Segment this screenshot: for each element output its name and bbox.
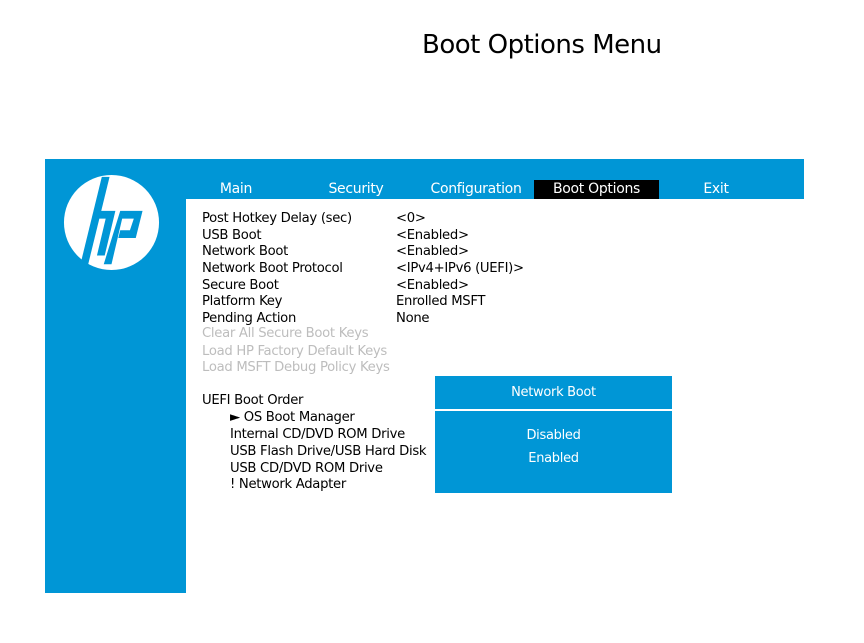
menu-bar [186, 159, 804, 199]
tab-exit[interactable]: Exit [703, 181, 729, 197]
action-clear-secure-boot-keys: Clear All Secure Boot Keys [202, 326, 369, 341]
action-load-msft-debug-keys: Load MSFT Debug Policy Keys [202, 360, 390, 375]
setting-post-hotkey-delay[interactable]: Post Hotkey Delay (sec) [202, 211, 352, 226]
action-load-hp-factory-keys: Load HP Factory Default Keys [202, 344, 388, 359]
setting-pending-action: Pending Action [202, 311, 297, 326]
boot-order-item-usb-flash[interactable]: USB Flash Drive/USB Hard Disk [230, 444, 427, 459]
tab-main[interactable]: Main [219, 181, 253, 197]
hp-logo-icon [63, 174, 160, 271]
page-title: Boot Options Menu [422, 30, 662, 60]
setting-network-boot-protocol[interactable]: Network Boot Protocol [202, 261, 343, 276]
popup-option-enabled[interactable]: Enabled [528, 451, 579, 466]
setting-secure-boot[interactable]: Secure Boot [202, 278, 279, 293]
popup-options: Disabled Enabled [435, 411, 672, 493]
boot-order-item-internal-cd[interactable]: Internal CD/DVD ROM Drive [230, 427, 405, 442]
value-usb-boot[interactable]: <Enabled> [396, 228, 469, 243]
value-platform-key: Enrolled MSFT [396, 294, 486, 309]
setting-network-boot[interactable]: Network Boot [202, 244, 289, 259]
setting-usb-boot[interactable]: USB Boot [202, 228, 262, 243]
value-network-boot-protocol[interactable]: <IPv4+IPv6 (UEFI)> [396, 261, 524, 276]
tab-configuration[interactable]: Configuration [430, 181, 522, 197]
setting-platform-key: Platform Key [202, 294, 283, 309]
boot-order-item-os-boot-manager[interactable]: ► OS Boot Manager [230, 410, 355, 425]
value-pending-action: None [396, 311, 430, 326]
popup-option-disabled[interactable]: Disabled [526, 428, 581, 443]
value-secure-boot[interactable]: <Enabled> [396, 278, 469, 293]
boot-order-item-network-adapter[interactable]: ! Network Adapter [230, 477, 346, 492]
boot-order-title: UEFI Boot Order [202, 393, 304, 408]
value-network-boot[interactable]: <Enabled> [396, 244, 469, 259]
boot-order-item-usb-cd[interactable]: USB CD/DVD ROM Drive [230, 461, 383, 476]
tab-security[interactable]: Security [328, 181, 384, 197]
tab-boot-options[interactable]: Boot Options [534, 180, 659, 199]
popup-title: Network Boot [435, 376, 672, 409]
value-post-hotkey-delay[interactable]: <0> [396, 211, 426, 226]
